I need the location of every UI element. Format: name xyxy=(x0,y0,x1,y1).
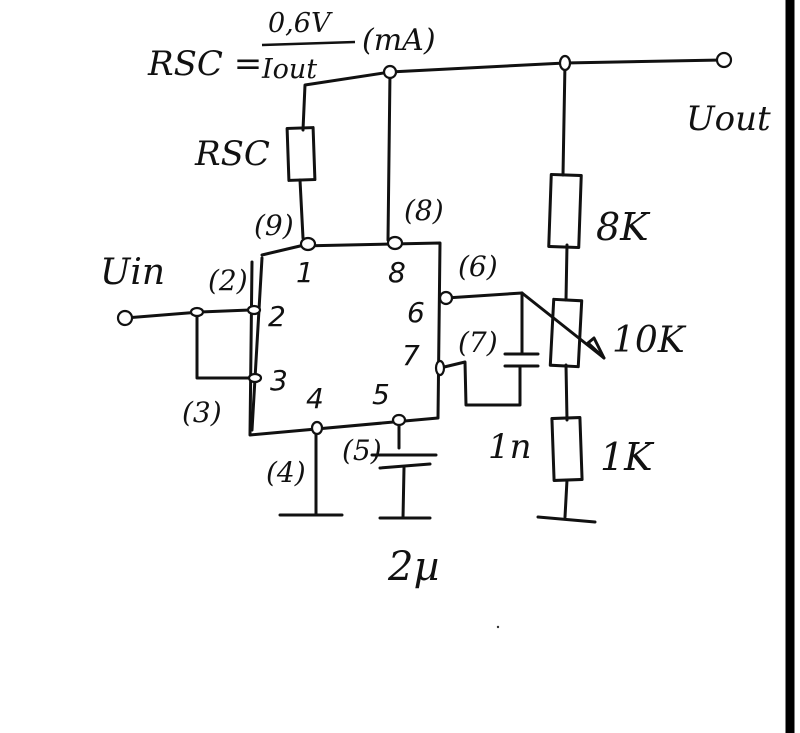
wires xyxy=(123,58,724,524)
pin-3: 3 xyxy=(270,364,288,397)
cap2u-ground-wire xyxy=(401,466,406,520)
pin8-wire xyxy=(386,70,392,242)
pin2-dot xyxy=(246,304,262,316)
divider-ground-wire xyxy=(563,478,569,519)
divider-low-wire xyxy=(564,363,569,422)
rsc-bottom-wire xyxy=(298,178,305,240)
pin-8-alt: (8) xyxy=(404,194,444,227)
pin8-dot xyxy=(386,235,404,251)
label-1k: 1K xyxy=(600,435,655,479)
scan-speck xyxy=(496,625,500,629)
terminals xyxy=(116,51,733,436)
pin4-dot xyxy=(310,420,324,436)
label-uin: Uin xyxy=(100,252,165,293)
formula-lhs: RSC = xyxy=(147,44,262,84)
output-rail xyxy=(388,58,724,74)
pin2-pin3-link xyxy=(195,311,257,380)
ground-divider xyxy=(536,515,597,524)
resistor-1k xyxy=(550,416,584,482)
pin-1: 1 xyxy=(296,256,314,289)
pin-3-alt: (3) xyxy=(182,396,222,429)
formula-denominator: Iout xyxy=(261,54,317,85)
divider-mid-wire xyxy=(564,243,569,302)
cap2u-plate-bottom xyxy=(378,462,432,470)
ic-body xyxy=(248,241,442,437)
label-2u: 2µ xyxy=(387,544,439,590)
resistor-rsc xyxy=(285,126,317,182)
pin-1-alt: (9) xyxy=(254,209,294,242)
formula-numerator: 0,6V xyxy=(268,8,333,39)
node-rail-left xyxy=(382,64,398,80)
pin-4: 4 xyxy=(306,382,324,415)
pin1-dot xyxy=(299,236,317,252)
label-1n: 1n xyxy=(488,427,532,467)
fraction-bar xyxy=(261,40,356,47)
pin-7-alt: (7) xyxy=(458,326,498,359)
label-10k: 10K xyxy=(612,320,687,361)
formula: RSC = 0,6V Iout (mA) xyxy=(147,8,436,85)
uout-terminal[interactable] xyxy=(715,51,733,69)
pin-6-alt: (6) xyxy=(458,250,498,283)
node-uin-split xyxy=(189,306,205,318)
resistor-8k xyxy=(547,172,583,250)
pin-6: 6 xyxy=(407,296,425,329)
ic-left-edge xyxy=(250,256,264,432)
pin3-dot xyxy=(247,372,263,384)
pin-5: 5 xyxy=(372,378,390,411)
rsc-top-wire xyxy=(301,70,392,132)
pin-8: 8 xyxy=(388,256,406,289)
label-8k: 8K xyxy=(596,205,651,249)
pin-4-alt: (4) xyxy=(266,456,306,489)
uin-wire xyxy=(123,308,252,320)
label-uout: Uout xyxy=(686,99,771,139)
pin7-cap-wire xyxy=(438,360,522,407)
uin-terminal[interactable] xyxy=(116,309,134,327)
node-rail-divider xyxy=(558,54,572,72)
pin6-dot xyxy=(438,290,454,306)
pin-5-alt: (5) xyxy=(342,434,382,467)
labels: RSC Uout Uin 8K 10K 1K 1n 2µ 1 8 2 6 3 7… xyxy=(100,99,771,590)
pin7-dot xyxy=(434,359,446,377)
pin5-dot xyxy=(391,413,407,427)
label-rsc: RSC xyxy=(194,134,270,174)
pin-7: 7 xyxy=(402,339,420,372)
capacitor-1n xyxy=(503,338,540,374)
potentiometer-10k xyxy=(548,297,584,369)
pin-2: 2 xyxy=(268,300,286,333)
pot-wiper-arrow xyxy=(586,336,606,360)
pin-2-alt: (2) xyxy=(208,264,248,297)
divider-top-wire xyxy=(561,61,567,177)
formula-unit: (mA) xyxy=(362,23,436,58)
